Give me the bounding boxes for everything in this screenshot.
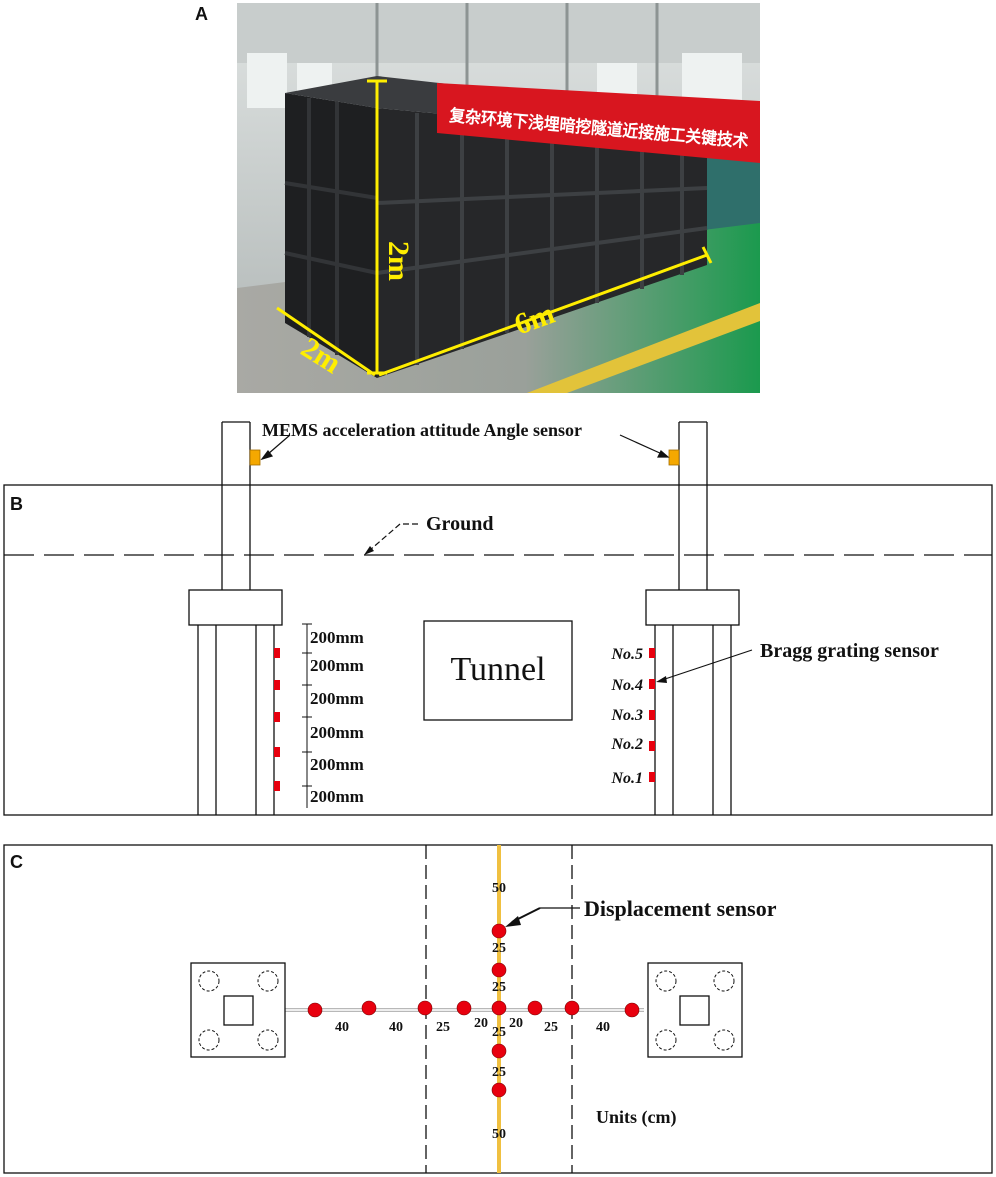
sensor-number-label: No.1 [610,770,643,787]
left-fbg-sensor [274,781,280,791]
right-fbg-sensor [649,741,655,751]
right-fbg-sensor [649,679,655,689]
panel-letter-a: A [195,4,208,24]
banner [437,83,760,163]
sensor-number-label: No.4 [610,677,643,694]
ground-label: Ground [426,513,493,535]
displacement-sensor [491,1000,507,1016]
displacement-sensor [491,1043,507,1059]
spacing-label: 200mm [310,755,364,774]
sensor-number-label: No.2 [610,736,643,753]
left-pile-cap-plan [190,962,286,1058]
left-fbg-sensor [274,680,280,690]
mems-sensor-left [249,449,261,466]
horizontal-spacing: 20 [474,1016,488,1031]
left-pile-cap [188,589,283,626]
displacement-sensor [361,1000,377,1016]
displacement-sensor [491,1082,507,1098]
panel-letter-c: C [10,852,23,872]
displacement-sensor [307,1002,323,1018]
spacing-label: 200mm [310,723,364,742]
horizontal-spacing: 25 [436,1020,450,1035]
panel-letter-b: B [10,494,23,514]
horizontal-spacing: 40 [596,1020,610,1035]
vertical-spacing: 50 [492,1127,506,1142]
vertical-spacing: 50 [492,881,506,896]
displacement-label: Displacement sensor [584,896,777,921]
elevation-diagram: MEMS acceleration attitude Angle sensor … [3,420,993,816]
displacement-sensor [527,1000,543,1016]
soil-box [3,484,993,816]
horizontal-spacing: 40 [335,1020,349,1035]
mems-label: MEMS acceleration attitude Angle sensor [262,420,582,440]
left-fbg-sensor [274,747,280,757]
vertical-spacing: 25 [492,980,506,995]
spacing-label: 200mm [310,689,364,708]
left-fbg-sensor [274,712,280,722]
right-fbg-sensor [649,710,655,720]
mems-sensor-right [668,449,680,466]
bragg-label: Bragg grating sensor [760,640,939,662]
right-fbg-sensor [649,648,655,658]
model-box-photo: 复杂环境下浅埋暗挖隧道近接施工关键技术 2m 2m 6m [237,3,760,393]
right-pile-cap [645,589,740,626]
displacement-sensor [456,1000,472,1016]
tunnel-box [423,620,573,721]
sensor-number-label: No.5 [610,646,643,663]
horizontal-spacing: 40 [389,1020,403,1035]
horizontal-spacing: 20 [509,1016,523,1031]
tunnel-label: Tunnel [450,651,545,688]
displacement-sensor [491,923,507,939]
spacing-label: 200mm [310,656,364,675]
vertical-spacing: 25 [492,1025,506,1040]
horizontal-spacing: 25 [544,1020,558,1035]
units-label: Units (cm) [596,1107,676,1128]
displacement-sensor [624,1002,640,1018]
displacement-sensor [564,1000,580,1016]
vertical-spacing: 25 [492,941,506,956]
spacing-label: 200mm [310,787,364,806]
sensor-number-label: No.3 [610,707,643,724]
right-fbg-sensor [649,772,655,782]
plan-diagram: 40 40 25 20 20 25 40 50 25 25 25 25 50 D… [3,844,993,1174]
vertical-spacing: 25 [492,1065,506,1080]
spacing-label: 200mm [310,628,364,647]
left-fbg-sensors [274,648,280,791]
left-fbg-sensor [274,648,280,658]
height-label: 2m [382,241,415,281]
displacement-sensor [417,1000,433,1016]
right-fbg-sensors [649,648,655,782]
displacement-sensor [491,962,507,978]
right-pile-cap-plan [647,962,743,1058]
